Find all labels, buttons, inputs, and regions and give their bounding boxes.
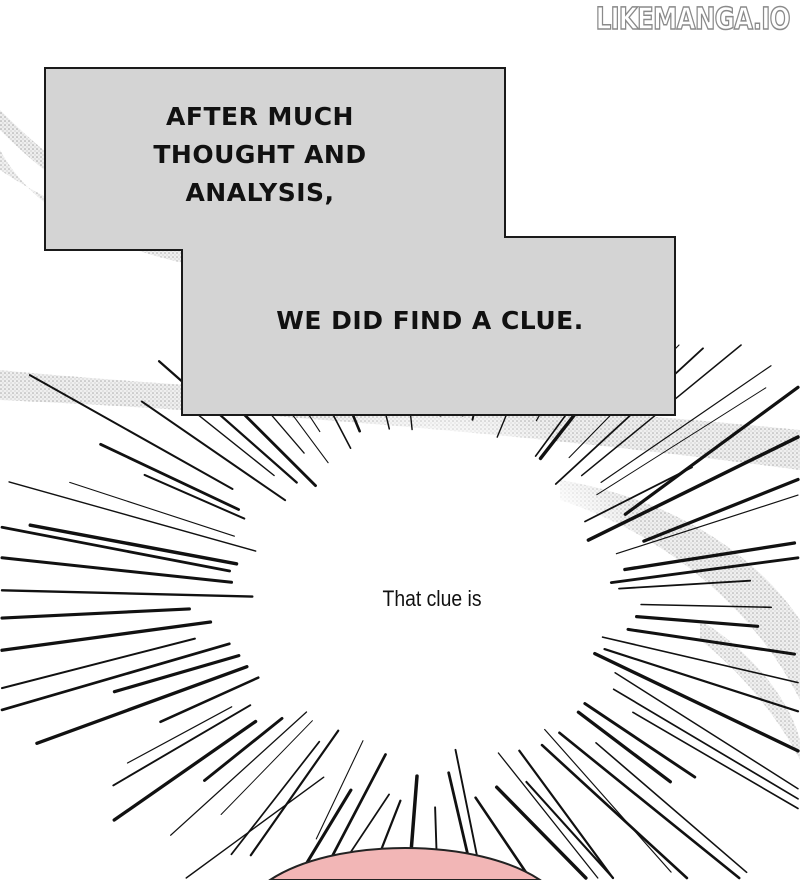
burst-line: [612, 688, 799, 800]
burst-line: [8, 481, 257, 552]
burst-line: [126, 706, 233, 764]
burst-line: [632, 711, 799, 810]
burst-line: [495, 785, 588, 880]
burst-line: [159, 676, 260, 724]
burst-line: [642, 477, 800, 543]
burst-line: [0, 589, 254, 598]
burst-line: [626, 627, 796, 656]
burst-line: [0, 525, 232, 573]
burst-line: [99, 442, 241, 511]
burst-line: [28, 523, 239, 566]
burst-line: [595, 741, 748, 874]
burst-line: [185, 776, 325, 879]
burst-line: [140, 400, 287, 502]
burst-line: [600, 365, 772, 483]
burst-line: [28, 374, 234, 490]
burst-line: [583, 702, 697, 779]
burst-line: [249, 729, 340, 857]
burst-line: [143, 473, 246, 520]
burst-line: [586, 435, 800, 542]
burst-line: [623, 541, 797, 572]
watermark-logo: LIKEMANGA.IO: [595, 1, 791, 38]
burst-line: [601, 636, 799, 684]
burst-line: [1, 637, 196, 690]
burst-line: [0, 620, 213, 652]
pink-character-shape: [268, 846, 542, 880]
burst-line: [584, 466, 693, 523]
caption-second: WE DID FIND A CLUE.: [276, 306, 584, 335]
burst-line: [640, 603, 773, 609]
burst-line: [525, 780, 615, 880]
burst-line: [554, 347, 704, 485]
burst-line: [576, 710, 672, 784]
burst-line: [474, 796, 532, 880]
burst-line: [518, 749, 615, 880]
burst-line: [540, 743, 689, 880]
burst-line: [315, 740, 364, 840]
burst-line: [558, 731, 741, 880]
burst-line: [634, 614, 760, 628]
burst-line: [236, 407, 317, 488]
burst-line: [112, 653, 241, 694]
burst-line: [615, 494, 799, 555]
burst-line: [0, 642, 231, 712]
burst-line: [170, 711, 308, 836]
burst-line: [618, 579, 752, 590]
burst-line: [220, 720, 313, 815]
burst-line: [203, 716, 284, 782]
burst-line: [112, 704, 252, 787]
burst-line: [0, 607, 191, 620]
burst-line: [593, 651, 800, 753]
burst-line: [596, 387, 767, 496]
burst-line: [544, 728, 672, 873]
burst-line: [623, 385, 800, 516]
burst-line: [609, 556, 800, 584]
burst-line: [230, 740, 321, 856]
speech-text: That clue is: [382, 586, 482, 611]
burst-line: [0, 556, 233, 584]
burst-line: [69, 481, 235, 537]
caption-box-outline: [44, 67, 676, 416]
burst-line: [112, 719, 258, 822]
burst-line: [614, 672, 799, 790]
burst-line: [35, 665, 249, 745]
caption-first: AFTER MUCH THOUGHT AND ANALYSIS,: [153, 102, 367, 207]
burst-line: [603, 647, 800, 713]
texture-swoosh-low-right: [700, 620, 800, 760]
burst-line: [497, 752, 599, 879]
